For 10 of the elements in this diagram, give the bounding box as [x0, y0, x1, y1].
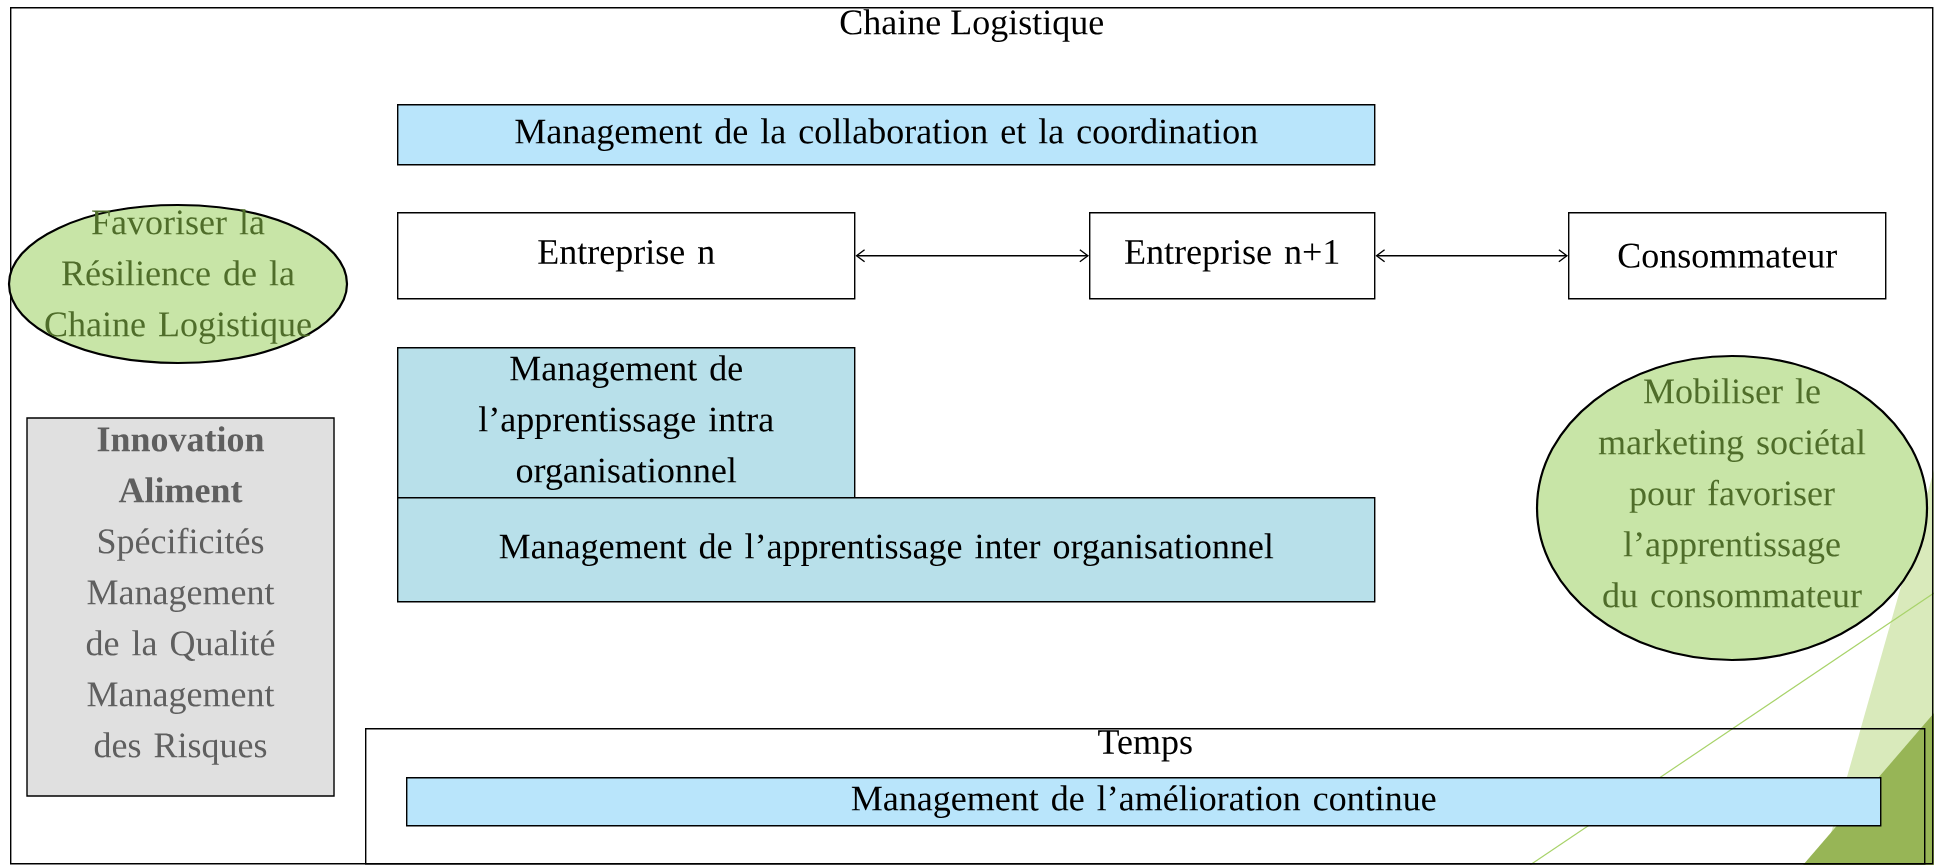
double-arrow	[855, 249, 1089, 263]
process-box: Management de l’amélioration continue	[406, 777, 1882, 827]
process-box: Management de la collaboration et la coordination	[397, 104, 1376, 166]
entity-box: Consommateur	[1568, 212, 1887, 300]
info-box: Innovation Aliment Spécificités Management de la Qualité Management des Risques	[26, 417, 335, 797]
double-arrow	[1375, 249, 1568, 263]
process-box: Management de l’apprentissage intra organisationnel	[397, 347, 856, 499]
entity-box: Entreprise n+1	[1089, 212, 1376, 300]
process-box: Management de l’apprentissage inter organisationnel	[397, 497, 1376, 603]
entity-box: Entreprise n	[397, 212, 856, 300]
